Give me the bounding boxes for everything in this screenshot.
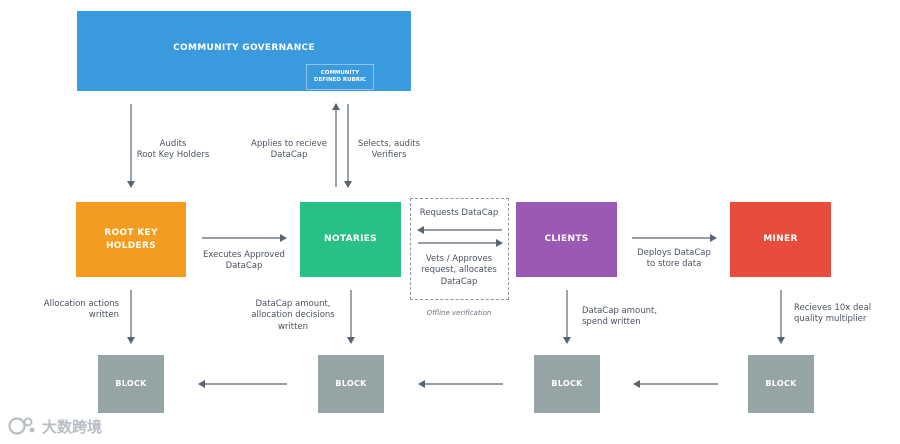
label-deploys-datacap: Deploys DataCap to store data — [637, 248, 711, 270]
label-allocation-actions: Allocation actions written — [43, 299, 119, 321]
watermark-logo-icon — [8, 417, 35, 435]
offline-verification-region — [410, 198, 509, 300]
label-datacap-allocation: DataCap amount, allocation decisions wri… — [251, 299, 335, 332]
block-3-label: BLOCK — [551, 378, 583, 388]
block-4: BLOCK — [748, 355, 814, 413]
block-2: BLOCK — [318, 355, 384, 413]
root-key-holders-label: ROOT KEY HOLDERS — [104, 228, 158, 251]
label-executes-approved: Executes Approved DataCap — [203, 250, 285, 272]
community-governance-title: COMMUNITY GOVERNANCE — [173, 42, 315, 53]
block-1: BLOCK — [98, 355, 164, 413]
block-3: BLOCK — [534, 355, 600, 413]
watermark-text: 大数跨境 — [42, 417, 103, 436]
community-defined-rubric-label: COMMUNITY DEFINED RUBRIC — [313, 69, 367, 83]
label-audits-root: Audits Root Key Holders — [136, 139, 210, 161]
label-receives-deal: Recieves 10x deal quality multiplier — [794, 303, 872, 325]
miner-box: MINER — [730, 202, 831, 277]
block-4-label: BLOCK — [765, 378, 797, 388]
community-defined-rubric-box: COMMUNITY DEFINED RUBRIC — [306, 64, 374, 90]
watermark: 大数跨境 — [8, 415, 102, 437]
notaries-label: NOTARIES — [324, 234, 377, 245]
label-applies-datacap: Applies to recieve DataCap — [251, 139, 327, 161]
miner-label: MINER — [763, 234, 798, 245]
label-datacap-spend: DataCap amount, spend written — [582, 306, 658, 328]
clients-label: CLIENTS — [544, 234, 589, 245]
label-requests-datacap: Requests DataCap — [419, 208, 499, 218]
community-governance-box: COMMUNITY GOVERNANCE — [77, 11, 411, 91]
notaries-box: NOTARIES — [300, 202, 401, 277]
label-selects-audits: Selects, audits Verifiers — [357, 139, 421, 161]
label-offline-verification: Offline verification — [426, 309, 492, 317]
label-vets-approves: Vets / Approves request, allocates DataC… — [421, 254, 497, 287]
root-key-holders-box: ROOT KEY HOLDERS — [76, 202, 186, 277]
block-1-label: BLOCK — [115, 378, 147, 388]
clients-box: CLIENTS — [516, 202, 617, 277]
block-2-label: BLOCK — [335, 378, 367, 388]
